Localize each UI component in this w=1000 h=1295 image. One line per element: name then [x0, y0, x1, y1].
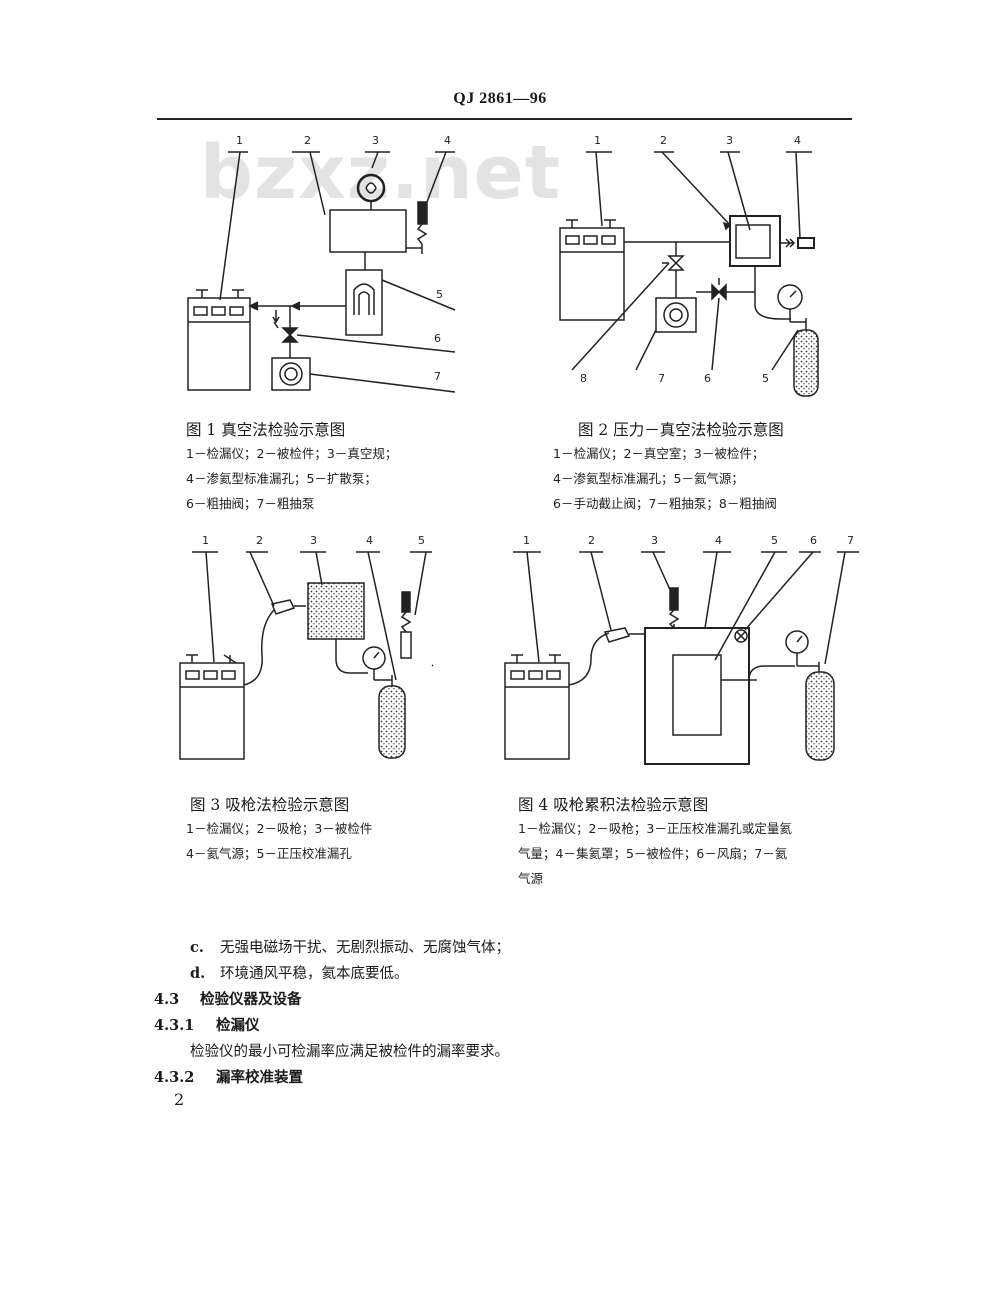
- fig4-label-3: 3: [651, 534, 658, 547]
- watermark: bzxz.net: [200, 130, 562, 216]
- figure-1-legend-line: 4－渗氦型标准漏孔；5－扩散泵；: [186, 471, 377, 486]
- fig4-label-7: 7: [847, 534, 854, 547]
- figure-2-diagram: 1 2 3 4 8 7 6 5: [550, 130, 850, 405]
- list-item-text: 环境通风平稳，氦本底要低。: [220, 966, 409, 982]
- fig3-helium-source: [378, 685, 406, 759]
- section-title: 漏率校准装置: [216, 1069, 303, 1086]
- section-number: 4.3: [154, 991, 180, 1008]
- section-heading-4-3-2: 4.3.2 漏率校准装置: [154, 1066, 303, 1087]
- section-title: 检验仪器及设备: [200, 991, 302, 1008]
- section-number: 4.3.1: [154, 1017, 195, 1034]
- fig1-label-4: 4: [444, 134, 451, 147]
- figure-2-legend-line: 4－渗氦型标准漏孔；5－氦气源；: [553, 471, 744, 486]
- fig2-rough-pump: [655, 297, 697, 333]
- fig1-diffusion-pump: [345, 269, 383, 336]
- figure-1-caption: 图 1 真空法检验示意图: [186, 421, 346, 439]
- fig4-helium-source: [805, 671, 835, 761]
- fig1-label-6: 6: [434, 332, 441, 345]
- fig3-leak-detector: [179, 662, 245, 760]
- header-rule: [157, 118, 852, 120]
- fig4-leak-detector: [504, 662, 570, 760]
- fig2-label-6: 6: [704, 372, 711, 385]
- list-item-text: 无强电磁场干扰、无剧烈振动、无腐蚀气体；: [220, 940, 510, 956]
- fig3-sniffer-probe: [270, 599, 296, 615]
- fig2-label-4: 4: [794, 134, 801, 147]
- section-number: 4.3.2: [154, 1069, 195, 1086]
- list-item-c: c. 无强电磁场干扰、无剧烈振动、无腐蚀气体；: [190, 936, 510, 957]
- fig3-label-1: 1: [202, 534, 209, 547]
- fig3-label-3: 3: [310, 534, 317, 547]
- figure-2-caption: 图 2 压力－真空法检验示意图: [578, 421, 784, 439]
- fig4-label-6: 6: [810, 534, 817, 547]
- figure-4-caption: 图 4 吸枪累积法检验示意图: [518, 796, 709, 814]
- figure-4-legend-line: 1－检漏仪；2－吸枪；3－正压校准漏孔或定量氦: [518, 821, 792, 836]
- fig3-pressure-gauge: [362, 646, 386, 670]
- fig2-helium-source: [793, 329, 819, 397]
- fig4-label-2: 2: [588, 534, 595, 547]
- figure-2-legend-line: 6－手动截止阀；7－粗抽泵；8－粗抽阀: [553, 496, 777, 511]
- list-item-d: d. 环境通风平稳，氦本底要低。: [190, 962, 409, 983]
- fig2-label-8: 8: [580, 372, 587, 385]
- fig4-label-5: 5: [771, 534, 778, 547]
- figure-4-diagram: 1 2 3 4 5 6 7: [495, 530, 870, 770]
- figure-2-legend-line: 1－检漏仪；2－真空室；3－被检件；: [553, 446, 765, 461]
- fig4-sniffer-probe: [603, 627, 631, 643]
- fig3-label-5: 5: [418, 534, 425, 547]
- figure-4-legend-line: 气量；4－集氦罩；5－被检件；6－风扇；7－氦: [518, 846, 788, 861]
- fig4-helium-hood: [644, 627, 750, 765]
- fig1-label-5: 5: [436, 288, 443, 301]
- paragraph-4-3-1: 检验仪的最小可检漏率应满足被检件的漏率要求。: [190, 1044, 509, 1060]
- fig1-vacuum-gauge: [356, 173, 386, 203]
- figure-4-legend-line: 气源: [518, 871, 544, 886]
- figure-3-legend: 1－检漏仪；2－吸枪；3－被检件 4－氦气源；5－正压校准漏孔: [186, 816, 372, 866]
- fig1-label-2: 2: [304, 134, 311, 147]
- fig2-label-3: 3: [726, 134, 733, 147]
- list-marker: c.: [190, 939, 204, 956]
- figure-1-legend: 1－检漏仪；2－被检件；3－真空规； 4－渗氦型标准漏孔；5－扩散泵； 6－粗抽…: [186, 441, 397, 516]
- fig1-label-3: 3: [372, 134, 379, 147]
- section-title: 检漏仪: [216, 1017, 260, 1034]
- fig2-label-5: 5: [762, 372, 769, 385]
- figure-3-caption: 图 3 吸枪法检验示意图: [190, 796, 350, 814]
- fig1-leak-detector: [187, 297, 251, 391]
- fig4-label-1: 1: [523, 534, 530, 547]
- fig1-test-piece: [329, 209, 407, 253]
- figure-2-legend: 1－检漏仪；2－真空室；3－被检件； 4－渗氦型标准漏孔；5－氦气源； 6－手动…: [553, 441, 777, 516]
- list-marker: d.: [190, 965, 206, 982]
- fig3-test-piece: [307, 582, 365, 640]
- section-heading-4-3: 4.3 检验仪器及设备: [154, 988, 302, 1009]
- fig3-label-2: 2: [256, 534, 263, 547]
- fig4-fan: [734, 629, 748, 643]
- fig4-label-4: 4: [715, 534, 722, 547]
- fig4-test-piece: [672, 654, 722, 736]
- fig1-standard-leak: [417, 201, 428, 225]
- figure-3-legend-line: 1－检漏仪；2－吸枪；3－被检件: [186, 821, 373, 836]
- fig2-leak-detector: [559, 227, 625, 321]
- figure-3-diagram: 1 2 3 4 5: [170, 530, 450, 770]
- figure-4-legend: 1－检漏仪；2－吸枪；3－正压校准漏孔或定量氦 气量；4－集氦罩；5－被检件；6…: [518, 816, 792, 891]
- fig3-pressure-standard-leak: [401, 591, 411, 613]
- page-number: 2: [174, 1090, 185, 1109]
- fig3-label-4: 4: [366, 534, 373, 547]
- document-id: QJ 2861—96: [453, 90, 547, 107]
- fig2-standard-leak: [797, 237, 815, 249]
- figure-1-diagram: 1 2 3 4 5 6 7: [150, 130, 470, 405]
- section-heading-4-3-1: 4.3.1 检漏仪: [154, 1014, 260, 1035]
- figure-1-legend-line: 1－检漏仪；2－被检件；3－真空规；: [186, 446, 398, 461]
- figure-3-legend-line: 4－氦气源；5－正压校准漏孔: [186, 846, 352, 861]
- fig2-label-2: 2: [660, 134, 667, 147]
- figure-1-legend-line: 6－粗抽阀；7－粗抽泵: [186, 496, 315, 511]
- fig1-label-7: 7: [434, 370, 441, 383]
- fig2-label-1: 1: [594, 134, 601, 147]
- fig4-standard-leak: [669, 587, 679, 611]
- fig2-label-7: 7: [658, 372, 665, 385]
- fig2-test-piece: [735, 224, 771, 259]
- fig1-label-1: 1: [236, 134, 243, 147]
